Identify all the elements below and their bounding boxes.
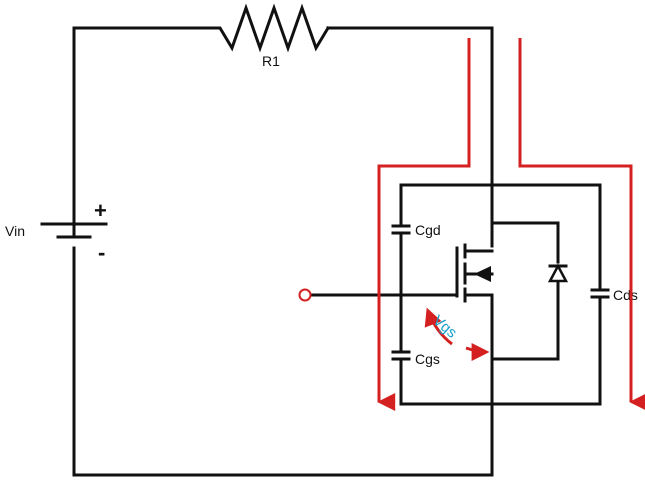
dc-source-vin: + - Vin [5,198,108,265]
resistor-r1: R1 [208,3,331,69]
mosfet-symbol [298,243,494,361]
resistor-label: R1 [262,53,280,69]
source-minus-sign: - [98,240,105,265]
source-label: Vin [5,223,25,239]
capacitance-box [399,183,602,406]
cgs-label: Cgs [415,351,440,367]
cds-label: Cds [613,287,638,303]
gate-terminal [298,288,312,302]
vgs-indicator: Vgs [424,307,490,361]
capacitor-cgd: Cgd [391,222,441,238]
cgd-label: Cgd [415,222,441,238]
outer-loop-wire [72,26,494,477]
capacitor-cgs: Cgs [391,350,440,367]
vgs-label: Vgs [429,312,460,342]
current-paths [377,38,645,411]
body-diode [490,221,569,361]
body-arrow-icon [474,266,491,282]
diode-triangle-icon [547,263,569,283]
source-plus-sign: + [94,198,107,223]
